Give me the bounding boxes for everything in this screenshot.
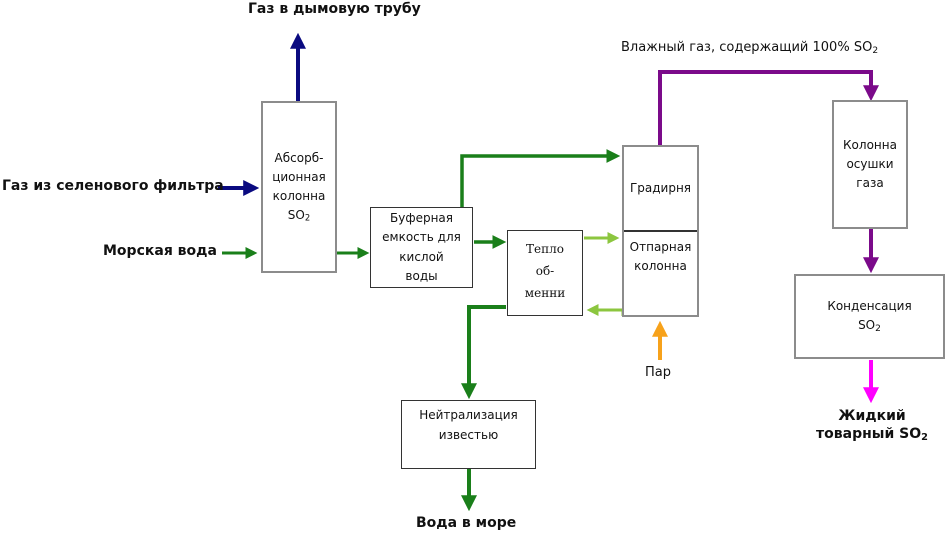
label-liquid-so2-line1: Жидкий: [838, 408, 906, 424]
label-wet-gas-text: Влажный газ, содержащий 100% SO: [621, 40, 873, 55]
neutralization-line1: Нейтрализация: [419, 408, 518, 422]
stripper-label: Отпарная колонна: [630, 238, 692, 276]
unit-stripper[interactable]: Отпарная колонна: [624, 232, 697, 315]
label-gas-inlet: Газ из селенового фильтра: [2, 178, 224, 194]
heat-exchanger-line1: Тепло: [526, 242, 564, 256]
absorber-line1: Абсорб-: [274, 150, 324, 165]
arrow-buffer-to-cooling-tower: [460, 149, 621, 207]
unit-buffer-tank-label: Буферная емкость для кислой воды: [382, 209, 461, 286]
label-liquid-so2: Жидкий товарный SO2: [804, 408, 940, 444]
unit-condensation-label: Конденсация SO2: [827, 297, 911, 336]
unit-cooling-tower-stripper: Градирня Отпарная колонна: [622, 145, 699, 317]
unit-absorber-label: Абсорб- ционная колонна SO2: [272, 149, 326, 226]
heat-exchanger-line2: об-: [535, 264, 555, 279]
absorber-line4-sub: 2: [304, 212, 311, 223]
absorber-line2: ционная: [272, 169, 326, 184]
unit-neutralization-label: Нейтрализация известью: [419, 405, 518, 446]
neutralization-line2: известью: [438, 428, 499, 443]
arrow-stripper-to-heat-exchanger: [586, 304, 625, 316]
unit-absorber[interactable]: Абсорб- ционная колонна SO2: [261, 101, 337, 273]
unit-drying-column-label: Колонна осушки газа: [843, 136, 897, 194]
unit-heat-exchanger[interactable]: Тепло об- менни: [507, 230, 583, 316]
unit-condensation[interactable]: Конденсация SO2: [794, 274, 945, 359]
unit-drying-column[interactable]: Колонна осушки газа: [832, 100, 908, 229]
stripper-line1: Отпарная: [629, 240, 692, 254]
label-wet-gas: Влажный газ, содержащий 100% SO2: [621, 40, 878, 57]
buffer-line2: емкость для: [382, 230, 461, 245]
unit-cooling-tower[interactable]: Градирня: [624, 147, 697, 232]
heat-exchanger-line3: менни: [524, 286, 566, 301]
label-steam: Пар: [645, 365, 671, 380]
dryer-line2: осушки: [846, 156, 894, 171]
dryer-line1: Колонна: [843, 137, 897, 152]
label-liquid-so2-sub: 2: [921, 431, 928, 443]
dryer-line3: газа: [856, 176, 884, 191]
buffer-line1: Буферная: [389, 211, 453, 226]
label-wet-gas-sub: 2: [872, 45, 879, 56]
condenser-line2-sub: 2: [875, 324, 881, 335]
label-liquid-so2-text: товарный SO: [816, 425, 922, 442]
buffer-line4: воды: [405, 268, 438, 283]
unit-heat-exchanger-label: Тепло об- менни: [525, 237, 565, 304]
stripper-line2: колонна: [634, 259, 687, 274]
label-water-to-sea: Вода в море: [416, 515, 517, 531]
condenser-line1: Конденсация: [827, 299, 912, 314]
label-sea-water: Морская вода: [103, 243, 217, 259]
label-gas-to-stack: Газ в дымовую трубу: [248, 1, 421, 17]
label-liquid-so2-line2: товарный SO2: [804, 426, 940, 444]
condenser-line2: SO: [858, 318, 876, 333]
unit-buffer-tank[interactable]: Буферная емкость для кислой воды: [370, 207, 473, 288]
buffer-line3: кислой: [399, 249, 444, 264]
absorber-line4: SO: [287, 208, 305, 223]
unit-neutralization[interactable]: Нейтрализация известью: [401, 400, 536, 469]
arrow-wet-gas-to-dryer: [658, 70, 879, 145]
absorber-line3: колонна: [272, 189, 326, 203]
cooling-tower-label: Градирня: [629, 180, 692, 195]
arrow-heat-exchanger-to-neutralization: [461, 305, 506, 400]
